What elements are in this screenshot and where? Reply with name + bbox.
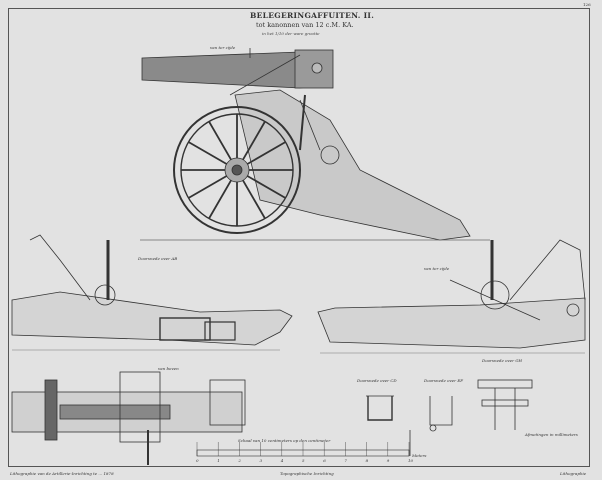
label-section-gh: Doorsnede over GH [482, 358, 523, 363]
scale-tick-label: 10 [408, 458, 414, 463]
label-section-ab: Doorsnede over AB [138, 256, 178, 261]
wheel-spoke [242, 121, 266, 161]
plate-scale-note: in het 1/10 der ware grootte [262, 31, 320, 36]
wheel-spoke [208, 121, 232, 161]
footer-right: Afmetingen in millimeters [525, 432, 578, 437]
wheel-spoke [242, 179, 266, 219]
label-top-view: van boven [158, 366, 179, 371]
section-ef-drawing [429, 396, 453, 432]
scale-tick-label: 8 [365, 458, 369, 463]
label-side-view-right: van ter zijde [424, 266, 450, 271]
scale-tick-label: 2 [238, 458, 241, 463]
scale-tick-label: 5 [302, 458, 305, 463]
wheel-spoke [188, 141, 228, 165]
footer-center: Topographische Inrichting [280, 471, 334, 476]
label-side-view: van ter zijde [210, 45, 236, 50]
plate-border [8, 8, 590, 467]
label-section-ef: Doorsnede over EF [424, 378, 464, 383]
wheel-spoke [188, 175, 228, 199]
carriage-side-view-right [317, 239, 586, 354]
footer-left: Lithographie van de Artillerie-Inrichtin… [10, 471, 114, 476]
scale-tick-label: 0 [196, 458, 199, 463]
scale-tick-label: 4 [280, 458, 284, 463]
plate-title: BELEGERINGAFFUITEN. II. [250, 11, 375, 20]
wheel-spoke [208, 179, 232, 219]
scale-tick-label: 7 [344, 458, 347, 463]
footer-signature: Lithographie [560, 471, 587, 476]
scale-tick-label: 3 [259, 458, 263, 463]
wheel [173, 106, 301, 234]
scale-bar-unit: Meters [412, 453, 427, 458]
scale-bar-title: Schaal van 10 centimeters op den centime… [238, 438, 331, 443]
scale-tick-label: 1 [217, 458, 220, 463]
scale-tick-label: 9 [386, 458, 390, 463]
scale-bar [196, 430, 411, 457]
section-gh-drawing [477, 379, 533, 430]
cannon-barrel [141, 48, 334, 89]
scale-tick-label: 6 [323, 458, 326, 463]
carriage-top-view [11, 371, 246, 465]
plate-subtitle: tot kanonnen van 12 c.M. KA. [256, 21, 354, 29]
plate-number: 126 [583, 2, 591, 7]
section-cd-drawing [366, 395, 394, 421]
wheel-spoke [246, 175, 286, 199]
carriage-section-ab [11, 234, 293, 351]
wheel-spoke [246, 141, 286, 165]
label-section-cd: Doorsnede over CD [357, 378, 397, 383]
carriage-side-view [140, 54, 490, 241]
